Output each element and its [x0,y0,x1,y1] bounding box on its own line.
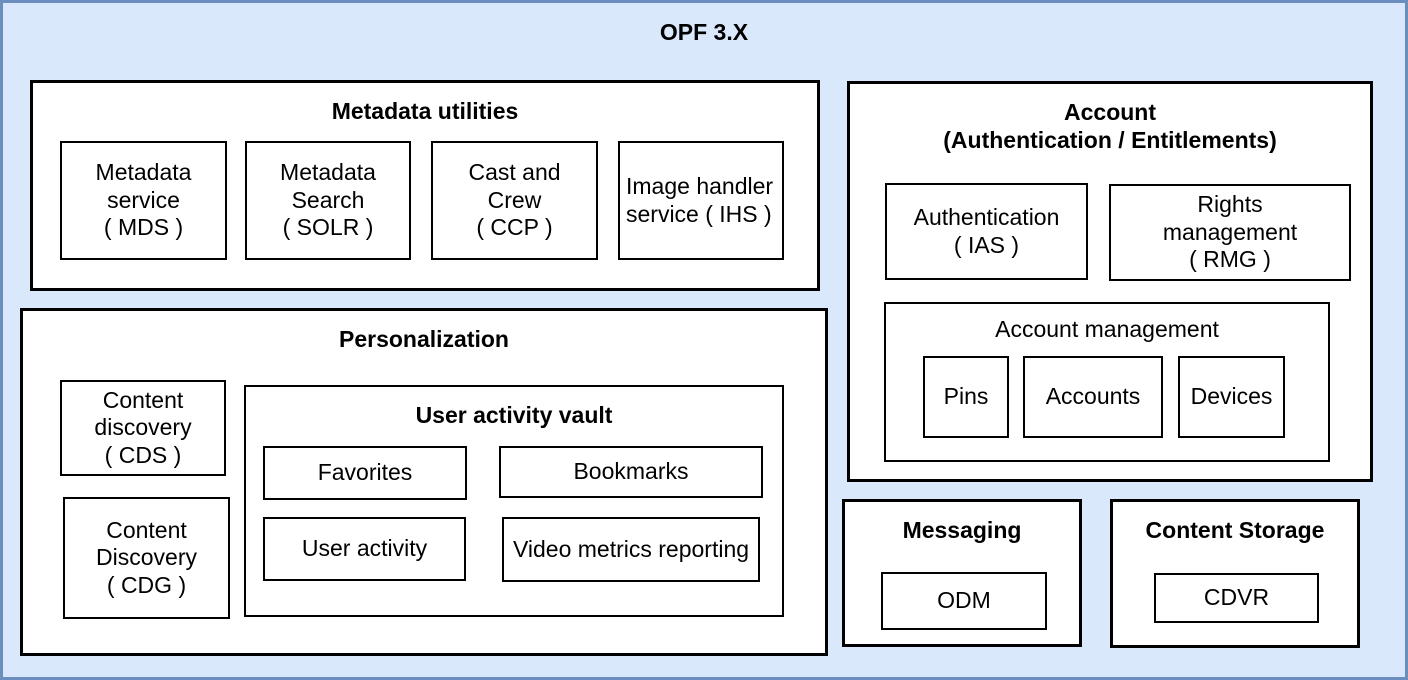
box-cdvr: CDVR [1154,573,1319,623]
box-content-discovery-cdg: Content Discovery ( CDG ) [63,497,230,619]
box-accounts: Accounts [1023,356,1163,438]
group-user-activity-vault: User activity vault Favorites Bookmarks … [244,385,784,617]
group-account-management: Account management Pins Accounts Devices [884,302,1330,462]
box-bookmarks: Bookmarks [499,446,763,498]
group-account: Account (Authentication / Entitlements) … [847,81,1373,482]
box-authentication-ias: Authentication ( IAS ) [885,183,1088,280]
box-devices: Devices [1178,356,1285,438]
group-account-title: Account (Authentication / Entitlements) [943,99,1277,153]
diagram-title: OPF 3.X [659,19,749,45]
box-user-activity: User activity [263,517,466,581]
group-personalization: Personalization Content discovery ( CDS … [20,308,828,656]
box-content-discovery-cds: Content discovery ( CDS ) [60,380,226,476]
box-video-metrics-reporting: Video metrics reporting [502,517,760,582]
group-content-storage-title: Content Storage [1145,517,1325,543]
box-cast-and-crew-ccp: Cast and Crew ( CCP ) [431,141,598,260]
box-image-handler-service-ihs: Image handler service ( IHS ) [618,141,784,260]
box-metadata-search-solr: Metadata Search ( SOLR ) [245,141,411,260]
group-metadata-utilities-title: Metadata utilities [331,98,519,124]
box-favorites: Favorites [263,446,467,500]
box-metadata-service-mds: Metadata service ( MDS ) [60,141,227,260]
group-personalization-title: Personalization [339,326,509,352]
group-content-storage: Content Storage CDVR [1110,499,1360,648]
group-account-management-title: Account management [995,316,1219,342]
group-messaging-title: Messaging [902,517,1022,543]
box-odm: ODM [881,572,1047,630]
group-messaging: Messaging ODM [842,499,1082,647]
group-metadata-utilities: Metadata utilities Metadata service ( MD… [30,80,820,291]
box-pins: Pins [923,356,1009,438]
group-user-activity-vault-title: User activity vault [415,402,613,428]
box-rights-management-rmg: Rights management ( RMG ) [1109,184,1351,281]
